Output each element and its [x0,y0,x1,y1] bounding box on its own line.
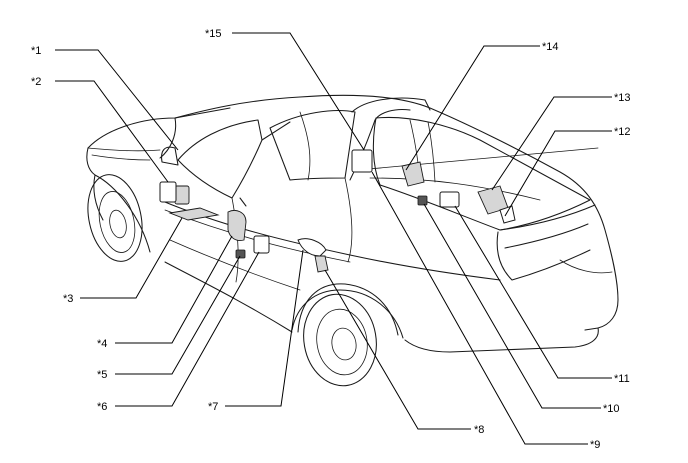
component-14 [401,161,425,187]
leader-13 [491,96,612,191]
leader-3 [80,217,183,299]
components [159,149,516,273]
leader-1 [55,49,179,151]
component-1 [174,185,190,205]
component-4 [227,210,247,241]
component-10 [417,195,428,206]
callout-10: *10 [603,403,620,415]
component-15 [351,149,373,173]
leader-2 [55,80,169,183]
component-5 [235,249,246,259]
callout-12: *12 [614,126,631,138]
leader-lines [55,32,612,445]
component-8 [314,255,329,273]
leader-11 [454,205,612,379]
leader-14 [405,45,540,171]
callout-15: *15 [205,28,222,40]
callout-5: *5 [97,369,107,381]
component-3 [168,207,220,221]
vehicle-outline [86,94,619,387]
leader-15 [232,32,365,151]
callout-4: *4 [97,338,107,350]
callout-11: *11 [614,373,630,385]
component-11 [439,191,460,208]
component-2 [159,181,177,203]
component-6 [253,235,270,254]
callout-14: *14 [542,41,559,53]
callout-7: *7 [208,401,218,413]
callout-6: *6 [97,401,107,413]
component-12 [499,205,516,224]
callout-8: *8 [474,424,484,436]
callout-labels: *1 *2 *3 *4 *5 *6 *7 *8 *9 *10 *11 *12 *… [31,28,631,451]
leader-12 [504,130,612,217]
component-7 [297,238,327,257]
callout-13: *13 [614,92,631,104]
leader-10 [423,203,601,409]
leader-9 [371,171,588,445]
callout-3: *3 [63,293,73,305]
leader-6 [115,251,260,407]
leader-8 [324,269,471,430]
leader-4 [115,235,233,344]
callout-9: *9 [590,439,600,451]
callout-1: *1 [31,45,41,57]
leader-5 [115,255,241,375]
leader-7 [225,249,304,407]
callout-2: *2 [31,76,41,88]
